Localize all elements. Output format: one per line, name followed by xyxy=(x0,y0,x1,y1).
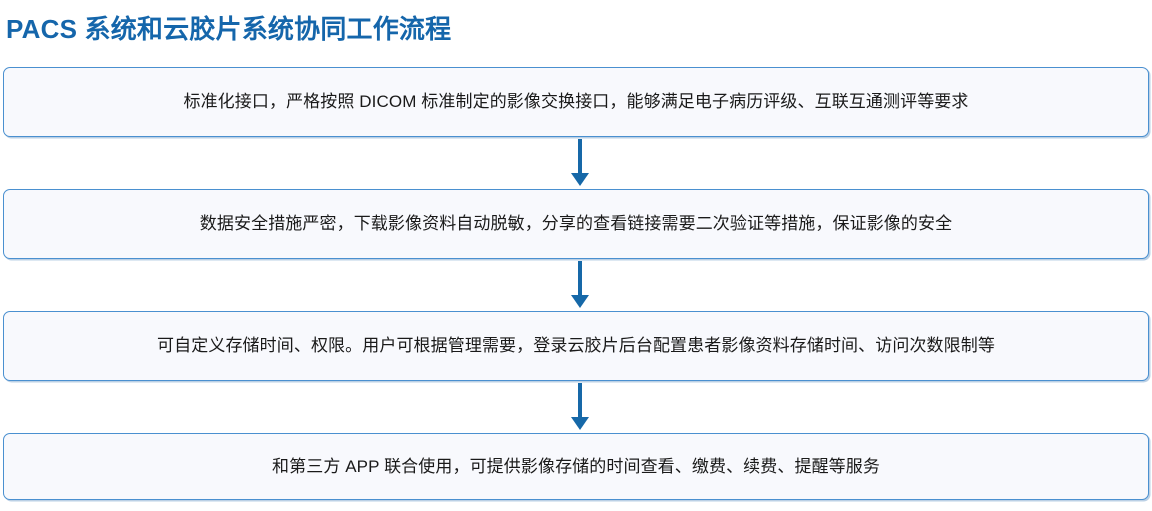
arrow-down-icon xyxy=(570,259,590,311)
flow-step-3: 可自定义存储时间、权限。用户可根据管理需要，登录云胶片后台配置患者影像资料存储时… xyxy=(3,311,1149,381)
arrow-shaft xyxy=(578,383,582,419)
arrow-head xyxy=(571,173,589,186)
flow-step-4-label: 和第三方 APP 联合使用，可提供影像存储的时间查看、缴费、续费、提醒等服务 xyxy=(272,456,880,476)
flow-step-2-label: 数据安全措施严密，下载影像资料自动脱敏，分享的查看链接需要二次验证等措施，保证影… xyxy=(199,214,953,233)
arrow-head xyxy=(571,417,589,430)
arrow-shaft xyxy=(578,139,582,175)
flow-step-1: 标准化接口，严格按照 DICOM 标准制定的影像交换接口，能够满足电子病历评级、… xyxy=(3,67,1149,137)
flow-step-3-label: 可自定义存储时间、权限。用户可根据管理需要，登录云胶片后台配置患者影像资料存储时… xyxy=(157,336,995,355)
flow-connector-2 xyxy=(0,259,1152,311)
flow-connector-3 xyxy=(0,381,1152,433)
arrow-down-icon xyxy=(570,137,590,189)
page-title: PACS 系统和云胶片系统协同工作流程 xyxy=(6,14,452,44)
arrow-head xyxy=(571,295,589,308)
flow-step-1-label: 标准化接口，严格按照 DICOM 标准制定的影像交换接口，能够满足电子病历评级、… xyxy=(183,92,969,111)
arrow-down-icon xyxy=(570,381,590,433)
flow-step-4: 和第三方 APP 联合使用，可提供影像存储的时间查看、缴费、续费、提醒等服务 xyxy=(3,433,1149,500)
flow-connector-1 xyxy=(0,137,1152,189)
flow-step-2: 数据安全措施严密，下载影像资料自动脱敏，分享的查看链接需要二次验证等措施，保证影… xyxy=(3,189,1149,259)
arrow-shaft xyxy=(578,261,582,297)
flowchart: 标准化接口，严格按照 DICOM 标准制定的影像交换接口，能够满足电子病历评级、… xyxy=(0,67,1152,500)
